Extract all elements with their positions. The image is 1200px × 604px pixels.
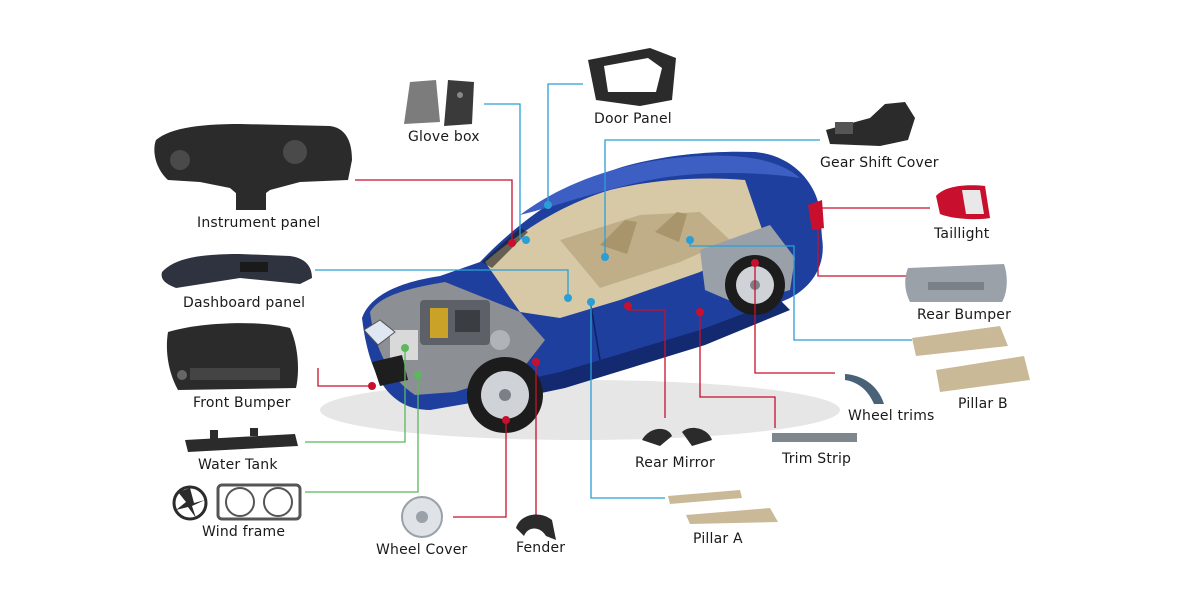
dashboard-panel-part [161,254,312,288]
label-door-panel: Door Panel [594,111,672,127]
instrument-panel-part [154,124,352,210]
wheel-cover-part [401,496,443,538]
leader-gear-shift [604,139,820,257]
label-wheel-cover: Wheel Cover [376,542,468,558]
leader-wind-frame [305,375,419,493]
label-dashboard-panel: Dashboard panel [183,295,306,311]
label-rear-bumper: Rear Bumper [917,307,1012,323]
leader-trim-strip [699,312,776,428]
leader-dashboard [315,269,569,298]
label-rear-mirror: Rear Mirror [635,455,715,471]
label-glove-box: Glove box [408,129,480,145]
rear-bumper-part [905,264,1007,302]
fender-part [516,514,556,540]
label-water-tank: Water Tank [198,457,278,473]
water-tank-part [185,428,298,452]
wind-frame-part [172,483,302,521]
rear-mirror-part [642,427,712,446]
connection-dots [368,201,822,424]
leader-wheel-cover [453,420,507,518]
label-wind-frame: Wind frame [202,524,286,540]
glove-box-part [404,80,474,126]
label-pillar-a: Pillar A [693,531,743,547]
pillar-b-part [912,326,1030,392]
label-trim-strip: Trim Strip [782,451,852,467]
leader-water-tank [305,348,406,443]
label-fender: Fender [516,540,566,556]
gear-shift-cover-part [826,102,915,146]
pillar-a-part [668,490,778,524]
label-front-bumper: Front Bumper [193,395,291,411]
leader-pillar-a [590,302,665,499]
leader-wheel-trims [754,263,835,374]
taillight-part [936,185,990,220]
label-pillar-b: Pillar B [958,396,1008,412]
leader-door-panel [547,83,583,205]
front-bumper-part [166,323,298,390]
label-gear-shift-cover: Gear Shift Cover [820,155,939,171]
label-taillight: Taillight [934,226,990,242]
label-instrument-panel: Instrument panel [197,215,321,231]
trim-strip-part [772,433,857,442]
leader-glove-box [484,103,527,241]
door-panel-part [588,48,676,106]
car-illustration [320,151,840,440]
wheel-trims-part [845,374,884,404]
leader-rear-bumper [817,226,912,277]
leader-front-bumper [317,368,372,387]
leader-instrument-panel [355,179,513,243]
label-wheel-trims: Wheel trims [848,408,935,424]
